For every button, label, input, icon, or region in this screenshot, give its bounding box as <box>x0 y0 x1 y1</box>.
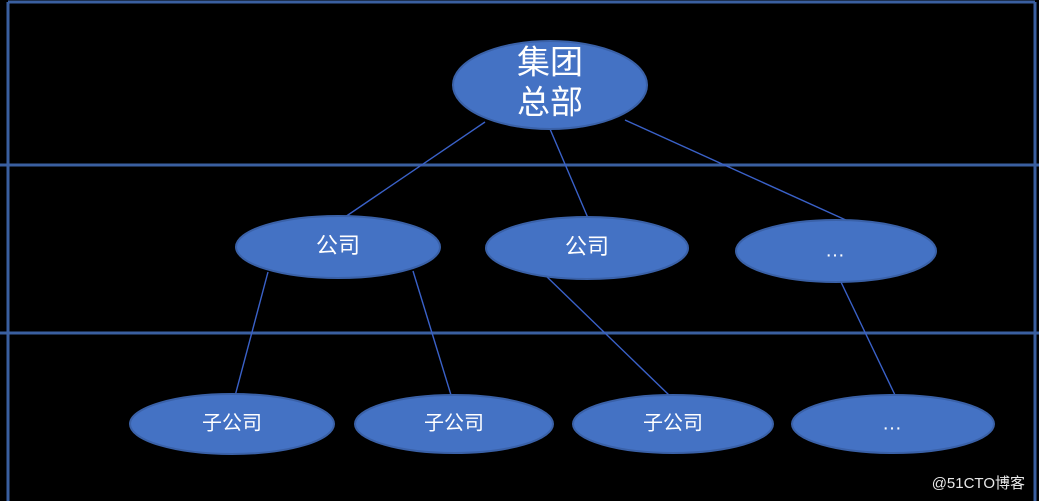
node-label-root-line-2: 总部 <box>517 84 583 121</box>
node-label-company-2: 公司 <box>565 234 609 259</box>
node-company-more[interactable]: … <box>735 219 937 283</box>
node-subsidiary-1[interactable]: 子公司 <box>129 393 335 455</box>
node-company-2[interactable]: 公司 <box>485 216 689 280</box>
connector-root-to-company-1 <box>344 121 486 218</box>
connector-root-to-company-2 <box>549 128 589 219</box>
node-label-subsidiary-1: 子公司 <box>202 412 262 434</box>
node-subsidiary-3[interactable]: 子公司 <box>572 394 774 454</box>
connector-root-to-company-more <box>624 119 849 222</box>
connector-company-2-to-subsidiary-3 <box>544 274 671 397</box>
node-shape-company-2[interactable] <box>485 216 689 280</box>
node-shape-root[interactable] <box>452 40 648 130</box>
node-shape-company-1[interactable] <box>235 215 441 279</box>
connector-company-1-to-subsidiary-2 <box>412 270 452 396</box>
node-shape-company-more[interactable] <box>735 219 937 283</box>
node-subsidiary-more[interactable]: … <box>791 394 995 454</box>
node-shape-subsidiary-1[interactable] <box>129 393 335 455</box>
node-shape-subsidiary-3[interactable] <box>572 394 774 454</box>
node-company-1[interactable]: 公司 <box>235 215 441 279</box>
connector-lines <box>234 119 896 397</box>
node-label-company-more: … <box>825 239 847 261</box>
node-subsidiary-2[interactable]: 子公司 <box>354 394 554 454</box>
node-shape-subsidiary-more[interactable] <box>791 394 995 454</box>
node-label-company-1: 公司 <box>316 233 360 258</box>
connector-company-1-to-subsidiary-1 <box>234 271 269 397</box>
node-label-root-line-1: 集团 <box>517 44 583 81</box>
node-label-subsidiary-3: 子公司 <box>643 412 703 434</box>
node-label-subsidiary-more: … <box>882 412 904 434</box>
watermark-label: @51CTO博客 <box>931 475 1025 492</box>
node-label-subsidiary-2: 子公司 <box>424 412 484 434</box>
node-shape-subsidiary-2[interactable] <box>354 394 554 454</box>
connector-company-more-to-subsidiary-more <box>839 279 896 396</box>
